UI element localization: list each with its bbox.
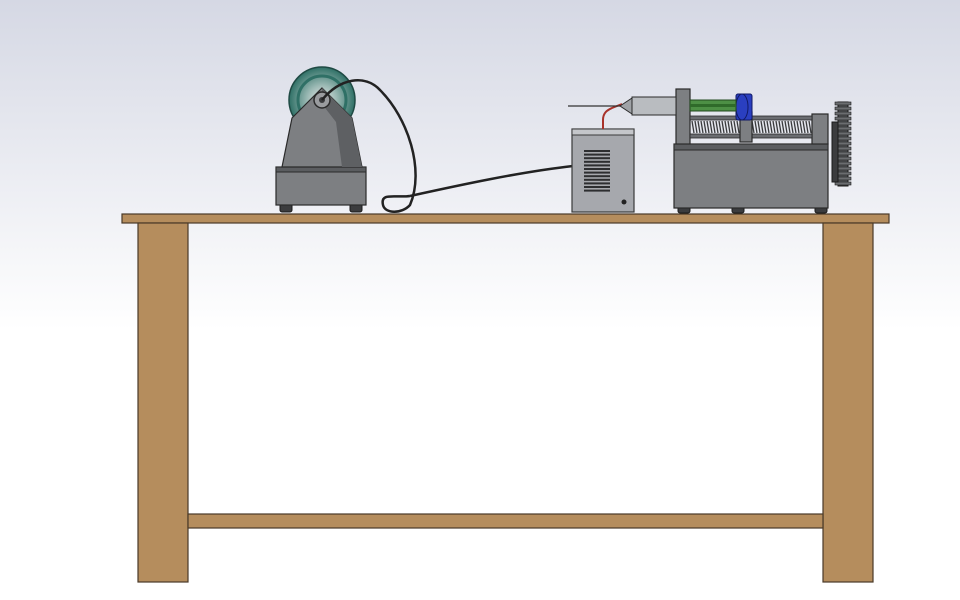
drum-frame-shade	[322, 88, 362, 167]
lead-screw-thread	[691, 120, 695, 134]
lead-screw-thread	[778, 120, 782, 134]
pump-lead-screw	[691, 120, 812, 134]
lead-screw-thread	[784, 120, 788, 134]
gear-tooth	[834, 101, 852, 106]
psu-vent-slot	[584, 153, 610, 156]
lead-screw-thread	[697, 120, 701, 134]
pump-upright-left	[675, 88, 691, 145]
lead-screw-thread	[787, 120, 791, 134]
psu-output-wire	[602, 103, 623, 129]
gear-tooth	[834, 106, 852, 111]
lead-screw-thread	[766, 120, 770, 134]
lead-screw-thread	[724, 120, 728, 134]
psu-indicator-led	[621, 199, 627, 205]
table	[121, 213, 890, 583]
psu-vent-slot	[584, 186, 610, 188]
lead-screw-thread	[730, 120, 734, 134]
lead-screw-thread	[715, 120, 719, 134]
psu-vent-slot	[584, 157, 610, 160]
psu-vent-slot	[584, 182, 610, 185]
psu-vent-slot	[584, 171, 610, 174]
lead-screw-thread	[706, 120, 710, 134]
pump-gear-shaft	[831, 121, 839, 183]
lead-screw-thread	[760, 120, 764, 134]
lead-screw-thread	[772, 120, 776, 134]
gear-tooth	[834, 181, 852, 186]
psu-body	[571, 128, 635, 213]
lead-screw-thread	[769, 120, 773, 134]
ground-cable	[409, 164, 574, 198]
lead-screw-thread	[781, 120, 785, 134]
psu-vent-grille	[584, 150, 610, 192]
psu-vent-slot	[584, 150, 610, 152]
table-leg-left	[137, 222, 189, 583]
lead-screw-thread	[736, 120, 740, 134]
lead-screw-thread	[709, 120, 713, 134]
lead-screw-thread	[733, 120, 737, 134]
lead-screw-thread	[808, 120, 812, 134]
lead-screw-thread	[754, 120, 758, 134]
pump-upright-right	[811, 113, 829, 145]
lead-screw-thread	[712, 120, 716, 134]
lead-screw-thread	[721, 120, 725, 134]
drum-cable-loop	[321, 79, 417, 213]
gear-tooth	[834, 111, 852, 116]
pump-base-lip	[673, 143, 829, 151]
lead-screw-thread	[805, 120, 809, 134]
table-top	[121, 213, 890, 224]
syringe-plunger-rod	[690, 104, 736, 107]
syringe	[568, 96, 737, 116]
lead-screw-thread	[799, 120, 803, 134]
pump-pusher-cap	[735, 93, 749, 121]
lead-screw-thread	[727, 120, 731, 134]
lead-screw-thread	[775, 120, 779, 134]
drum-base-lip	[275, 166, 367, 173]
psu-vent-slot	[584, 175, 610, 178]
lead-screw-thread	[790, 120, 794, 134]
lead-screw-thread	[802, 120, 806, 134]
lead-screw-thread	[796, 120, 800, 134]
lead-screw-thread	[703, 120, 707, 134]
psu-vent-slot	[584, 168, 610, 170]
syringe-barrel	[631, 96, 677, 116]
lead-screw-thread	[718, 120, 722, 134]
table-leg-right	[822, 222, 874, 583]
lead-screw-thread	[757, 120, 761, 134]
gear-tooth	[834, 116, 852, 121]
collector-drum	[275, 66, 417, 213]
psu-vent-slot	[584, 160, 610, 163]
high-voltage-power-supply	[571, 103, 635, 213]
pump-base	[673, 143, 829, 209]
psu-vent-slot	[584, 189, 610, 192]
lead-screw-thread	[793, 120, 797, 134]
table-crossbar	[187, 513, 824, 529]
lead-screw-thread	[700, 120, 704, 134]
psu-vent-slot	[584, 178, 610, 181]
psu-top-edge	[571, 128, 635, 136]
lead-screw-thread	[763, 120, 767, 134]
lead-screw-thread	[694, 120, 698, 134]
syringe-pump	[673, 88, 852, 214]
drum-base	[275, 166, 367, 206]
psu-vent-slot	[584, 164, 610, 167]
